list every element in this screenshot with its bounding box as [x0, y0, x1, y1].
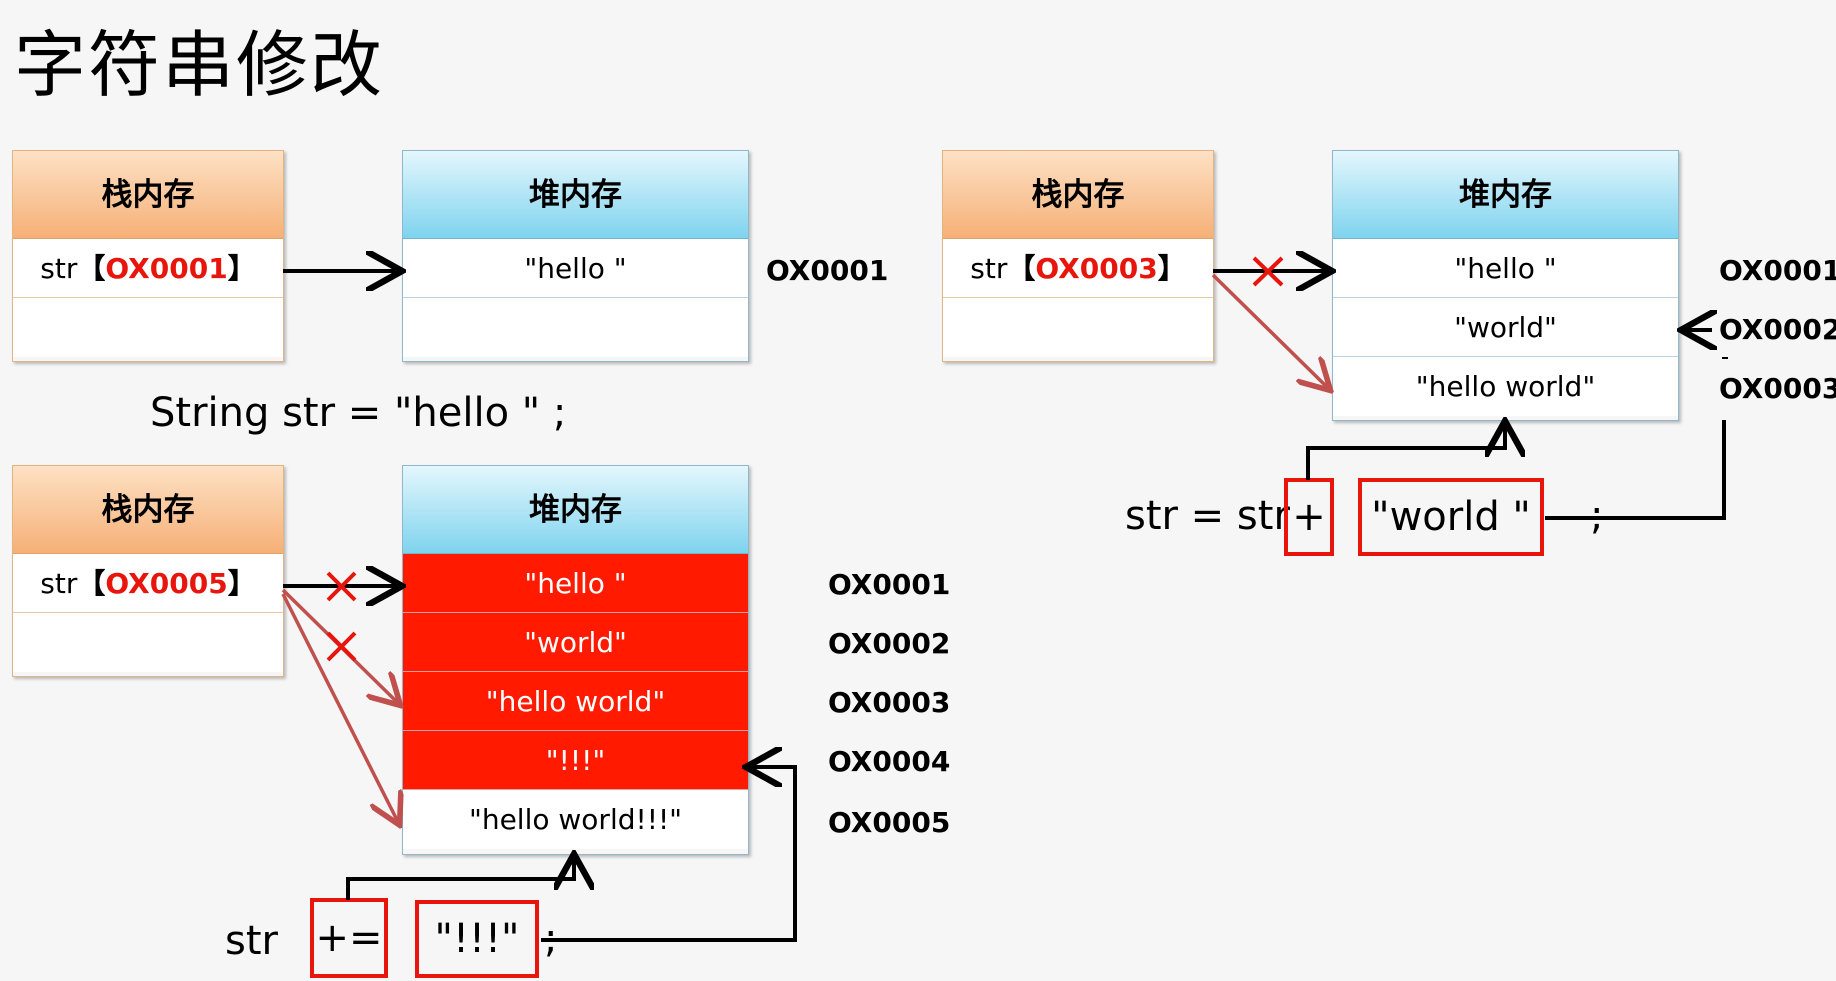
heap-cell-freed: "hello world"	[403, 672, 748, 731]
heap-address-label: OX0001	[828, 568, 951, 601]
code-lhs: str	[225, 918, 278, 964]
stack-address: OX0005	[105, 567, 228, 600]
stack-memory-box-1: 栈内存 str【OX0001】	[12, 150, 284, 362]
code-lhs: str = str	[1125, 493, 1290, 539]
heap-cell: "hello world"	[1333, 357, 1678, 416]
concat-source-line	[1306, 425, 1505, 480]
stack-cell-str: str【OX0003】	[943, 239, 1213, 298]
stack-var-name: str	[40, 252, 78, 285]
bracket-open: 【	[1007, 252, 1036, 285]
heap-header: 堆内存	[1333, 151, 1678, 239]
cross-mark-icon	[326, 631, 357, 662]
stack-address: OX0003	[1035, 252, 1158, 285]
heap-address-label: OX0002	[828, 627, 951, 660]
heap-memory-box-2: 堆内存 "hello " "world" "hello world"	[1332, 150, 1679, 421]
heap-cell-freed: "world"	[403, 613, 748, 672]
plus-operator: +	[1292, 494, 1326, 540]
heap-cell	[403, 298, 748, 357]
heap-cell-freed: "!!!"	[403, 731, 748, 790]
heap-header: 堆内存	[403, 466, 748, 554]
heap-header: 堆内存	[403, 151, 748, 239]
plus-operator-box: +	[1284, 478, 1334, 556]
heap-address-label: OX0003	[1719, 372, 1836, 405]
heap-cell: "hello "	[403, 239, 748, 298]
stack-cell-empty	[13, 298, 283, 357]
heap-address-label: OX0001	[1719, 254, 1836, 287]
page-title: 字符串修改	[14, 23, 385, 107]
new-reference-arrow	[281, 593, 398, 822]
bracket-open: 【	[77, 567, 106, 600]
heap-memory-box-1: 堆内存 "hello "	[402, 150, 749, 362]
bracket-close: 】	[227, 252, 256, 285]
bracket-close: 】	[227, 567, 256, 600]
heap-address-label: OX0005	[828, 806, 951, 839]
plus-equals-operator: +=	[315, 915, 383, 961]
heap-address-label: OX0004	[828, 745, 951, 778]
stack-header: 栈内存	[943, 151, 1213, 239]
heap-address-label: OX0003	[828, 686, 951, 719]
stack-address: OX0001	[105, 252, 228, 285]
heap-address-label: OX0001	[766, 254, 889, 287]
stack-cell-str: str【OX0005】	[13, 554, 283, 613]
literal-alloc-line	[1545, 420, 1726, 520]
heap-cell: "world"	[1333, 298, 1678, 357]
stack-var-name: str	[40, 567, 78, 600]
literal-box: "!!!"	[415, 900, 539, 978]
stack-memory-box-2: 栈内存 str【OX0003】	[942, 150, 1214, 362]
new-reference-arrow	[1211, 273, 1328, 388]
literal-box: "world "	[1358, 478, 1544, 556]
stack-cell-empty	[943, 298, 1213, 357]
literal-alloc-line	[541, 767, 797, 942]
stack-memory-box-3: 栈内存 str【OX0005】	[12, 465, 284, 677]
heap-address-label: OX0002	[1719, 313, 1836, 346]
bracket-open: 【	[77, 252, 106, 285]
stack-cell-empty	[13, 613, 283, 672]
bracket-close: 】	[1157, 252, 1186, 285]
string-literal: "world "	[1371, 494, 1531, 540]
heap-cell-freed: "hello "	[403, 554, 748, 613]
stack-header: 栈内存	[13, 466, 283, 554]
string-literal: "!!!"	[434, 916, 520, 962]
concat-source-line	[346, 858, 574, 900]
cross-mark-icon	[326, 571, 357, 602]
heap-cell: "hello world!!!"	[403, 790, 748, 849]
stack-var-name: str	[970, 252, 1008, 285]
stack-header: 栈内存	[13, 151, 283, 239]
heap-cell: "hello "	[1333, 239, 1678, 298]
stack-cell-str: str【OX0001】	[13, 239, 283, 298]
cross-mark-icon	[1252, 256, 1284, 287]
heap-memory-box-3: 堆内存 "hello " "world" "hello world" "!!!"…	[402, 465, 749, 855]
code-line: String str = "hello " ;	[150, 390, 567, 436]
